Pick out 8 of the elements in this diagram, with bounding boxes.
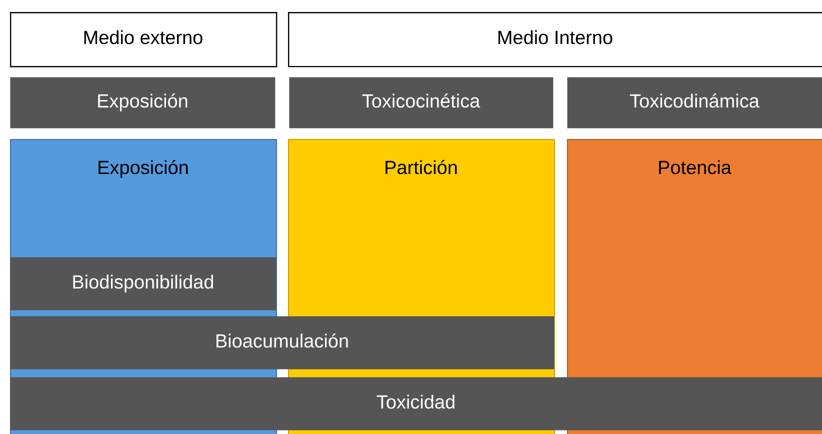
header-box: Medio externo — [10, 12, 278, 68]
label-band: Exposición — [10, 77, 276, 128]
label-band: Toxicocinética — [289, 77, 554, 128]
header-box: Medio Interno — [288, 12, 822, 68]
label-band: Toxicodinámica — [567, 77, 822, 128]
label-band: Biodisponibilidad — [10, 257, 276, 310]
label-band: Bioacumulación — [10, 316, 554, 370]
label-band: Toxicidad — [10, 377, 822, 430]
